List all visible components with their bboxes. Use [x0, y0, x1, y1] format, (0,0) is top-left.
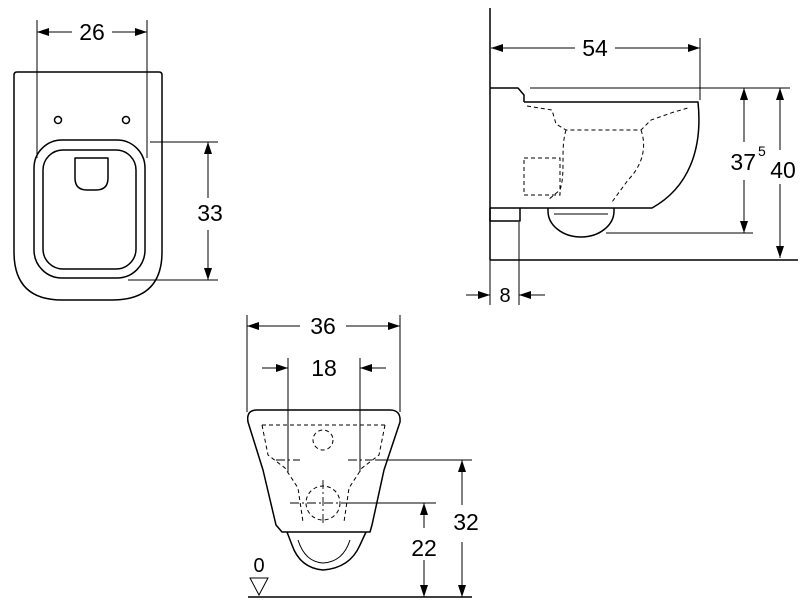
- side-view: 54 37 5 40 8: [466, 8, 798, 307]
- top-view: 26 33: [13, 19, 223, 301]
- dimension-label: 32: [453, 509, 479, 535]
- dimension-label: 36: [310, 313, 336, 339]
- fixing-hole-left: [53, 115, 63, 125]
- toilet-outline-front-view: [246, 409, 401, 533]
- floor-level-label: 0: [253, 555, 264, 577]
- trap-outline: [286, 531, 367, 571]
- hidden-bowl-wall: [261, 424, 304, 523]
- wall-connector: [489, 207, 521, 222]
- hidden-bowl-wall: [547, 129, 567, 201]
- floor-level-triangle-icon: [249, 577, 269, 597]
- dimension-label-superscript: 5: [758, 143, 766, 159]
- toilet-outline-top-view: [13, 71, 163, 301]
- hidden-inlet-circle: [312, 429, 334, 451]
- hidden-outlet-pipe: [523, 157, 561, 196]
- hinge-cutout: [74, 157, 109, 191]
- dimension-label: 40: [770, 157, 796, 183]
- dimension-label: 33: [197, 200, 223, 226]
- seat-hinge-profile: [490, 87, 525, 102]
- fixing-hole-right: [121, 115, 131, 125]
- dimension-label: 22: [411, 535, 437, 561]
- hidden-bowl-wall: [611, 129, 645, 203]
- toilet-outline-side-view: [520, 101, 700, 209]
- dimension-label: 8: [499, 285, 510, 307]
- seat-outline: [33, 139, 146, 279]
- hidden-bowl-rim: [526, 105, 689, 131]
- trap-inner-line: [297, 539, 351, 564]
- dimension-label: 54: [582, 35, 608, 61]
- dimension-label: 37: [730, 149, 756, 175]
- front-view: 36 18 32 22 0: [246, 313, 479, 598]
- hidden-bowl-wall: [343, 424, 386, 523]
- trap-outline: [547, 208, 615, 238]
- dimension-label: 18: [311, 355, 337, 381]
- dimension-label: 26: [79, 19, 105, 45]
- lid-outline: [42, 149, 137, 270]
